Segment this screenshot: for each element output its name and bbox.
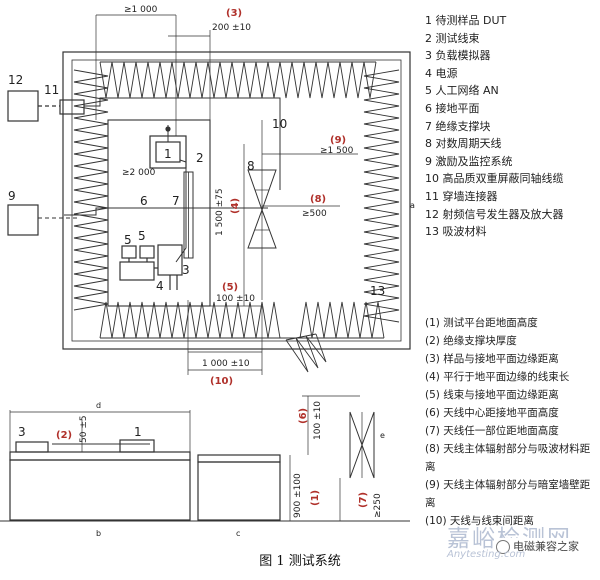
note-item: (1) 测试平台距地面高度 xyxy=(425,317,538,329)
note-item: (6) 天线中心距接地平面高度 xyxy=(425,407,559,419)
label-7: 7 xyxy=(172,194,180,208)
dim-4-tag: (4) xyxy=(230,198,241,214)
dim-5-value: 100 ±10 xyxy=(216,294,255,304)
legend-item: 11 穿墙连接器 xyxy=(425,189,498,203)
absorber-bottom xyxy=(99,301,281,339)
dim-8-value: ≥500 xyxy=(302,209,327,219)
dim-2000: ≥2 000 xyxy=(122,168,156,178)
chamber-outer-wall xyxy=(62,51,411,350)
chamber-inner-wall xyxy=(71,59,402,342)
component-legend: 1 待测样品 DUT 2 测试线束 3 负载模拟器 4 电源 5 人工网络 AN… xyxy=(425,12,564,241)
power-supply xyxy=(119,261,155,281)
dim-1-value: 900 ±100 xyxy=(293,473,303,518)
label-side-1: 1 xyxy=(134,425,142,439)
label-6: 6 xyxy=(140,194,148,208)
label-8: 8 xyxy=(247,159,255,173)
label-d: d xyxy=(96,401,101,410)
coax-cable-12 xyxy=(84,97,281,190)
side-view-table xyxy=(9,459,191,521)
legend-item: 6 接地平面 xyxy=(425,101,480,115)
label-e: e xyxy=(380,431,385,440)
dim-10-value: 1 000 ±10 xyxy=(202,359,250,369)
label-12: 12 xyxy=(8,73,23,87)
label-5b: 5 xyxy=(138,229,146,243)
label-9: 9 xyxy=(8,189,16,203)
ground-plane xyxy=(107,119,211,307)
note-item: (2) 绝缘支撑块厚度 xyxy=(425,335,517,347)
legend-item: 2 测试线束 xyxy=(425,31,480,45)
note-item: (3) 样品与接地平面边缘距离 xyxy=(425,353,559,365)
label-side-3: 3 xyxy=(18,425,26,439)
dim-8-tag: (8) xyxy=(310,194,326,205)
label-c: c xyxy=(236,529,240,538)
label-1: 1 xyxy=(164,147,172,161)
label-2: 2 xyxy=(196,151,204,165)
label-a: a xyxy=(410,201,415,210)
dim-10-tag: (10) xyxy=(210,376,233,387)
legend-item: 4 电源 xyxy=(425,66,458,80)
label-b: b xyxy=(96,529,101,538)
legend-item: 13 吸波材料 xyxy=(425,225,487,239)
label-10: 10 xyxy=(272,117,287,131)
absorber-left xyxy=(73,69,109,311)
load-simulator xyxy=(157,244,183,276)
legend-item: 8 对数周期天线 xyxy=(425,137,502,151)
dim-2-tag: (2) xyxy=(56,430,72,441)
wechat-badge: 电磁兼容之家 xyxy=(494,538,581,554)
note-item: (9) 天线主体辐射部分与暗室墙壁距离 xyxy=(425,479,591,509)
dim-9-tag: (9) xyxy=(330,135,346,146)
note-item: (10) 天线与线束间距离 xyxy=(425,515,534,527)
legend-item: 9 激励及监控系统 xyxy=(425,154,513,168)
absorber-door xyxy=(285,333,327,373)
legend-item: 1 待测样品 DUT xyxy=(425,14,507,27)
legend-item: 7 绝缘支撑块 xyxy=(425,119,491,133)
rf-generator-box xyxy=(7,90,39,122)
label-5: 5 xyxy=(124,233,132,247)
legend-item: 12 射频信号发生器及放大器 xyxy=(425,207,564,221)
legend-item: 3 负载模拟器 xyxy=(425,49,491,63)
legend-item: 10 高品质双重屏蔽同轴线缆 xyxy=(425,172,564,186)
watermark-url: Anytesting.com xyxy=(447,549,526,560)
note-item: (4) 平行于地平面边缘的线束长 xyxy=(425,371,570,383)
dim-7-value: ≥250 xyxy=(373,493,383,518)
label-11: 11 xyxy=(44,83,59,97)
dim-5-tag: (5) xyxy=(222,282,238,293)
dim-2-value: 50 ±5 xyxy=(79,415,89,443)
dim-6-tag: (6) xyxy=(298,408,309,424)
feedthrough-connector xyxy=(59,99,85,115)
wechat-name: 电磁兼容之家 xyxy=(513,540,579,553)
artificial-network xyxy=(121,245,137,259)
dim-9-value: ≥1 500 xyxy=(320,146,354,156)
absorber-right xyxy=(363,69,400,323)
dim-4-value: 1 500 ±75 xyxy=(215,188,225,236)
antenna-side-view xyxy=(349,411,363,479)
note-item: (5) 线束与接地平面边缘距离 xyxy=(425,389,559,401)
figure-caption: 图 1 测试系统 xyxy=(259,554,341,569)
label-3: 3 xyxy=(182,263,190,277)
dim-3-tag: (3) xyxy=(226,8,242,19)
dim-1-tag: (1) xyxy=(310,490,321,506)
label-4: 4 xyxy=(156,279,164,293)
legend-item: 5 人工网络 AN xyxy=(425,84,499,98)
wechat-icon xyxy=(496,540,510,554)
label-13: 13 xyxy=(370,284,385,298)
absorber-top xyxy=(99,61,377,99)
dim-7-tag: (7) xyxy=(358,492,369,508)
monitoring-system-box xyxy=(7,204,39,236)
note-item: (7) 天线任一部位距地面高度 xyxy=(425,425,559,437)
dim-top-1000: ≥1 000 xyxy=(124,5,158,15)
dimension-notes: (1) 测试平台距地面高度 (2) 绝缘支撑块厚度 (3) 样品与接地平面边缘距… xyxy=(425,314,597,530)
side-view-c-table xyxy=(197,461,281,521)
dim-3-value: 200 ±10 xyxy=(212,23,251,33)
dim-6-value: 100 ±10 xyxy=(313,401,323,440)
note-item: (8) 天线主体辐射部分与吸波材料距离 xyxy=(425,443,591,473)
